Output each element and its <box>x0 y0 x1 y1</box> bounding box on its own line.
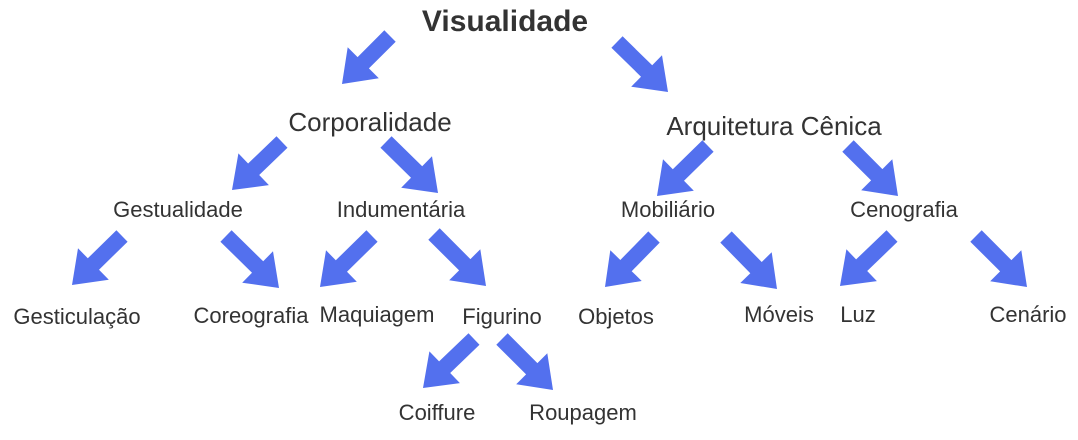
node-corporalidade: Corporalidade <box>288 107 452 137</box>
arrow-mobiliario-to-objetos <box>605 231 660 287</box>
node-cenografia: Cenografia <box>850 197 958 222</box>
arrow-arquitetura-to-cenografia <box>842 140 898 196</box>
node-figurino: Figurino <box>462 304 542 329</box>
node-cenario: Cenário <box>989 302 1067 327</box>
arrow-gestualidade-to-gesticulacao <box>72 230 128 285</box>
arrow-indumentaria-to-maquiagem <box>320 230 378 287</box>
arrow-corporalidade-to-indumentaria <box>380 136 438 193</box>
node-coiffure: Coiffure <box>398 400 476 425</box>
arrow-visualidade-to-arquitetura <box>611 36 668 92</box>
node-luz: Luz <box>840 302 876 327</box>
arrow-mobiliario-to-moveis <box>720 231 777 289</box>
node-objetos: Objetos <box>578 304 654 329</box>
node-indumentaria: Indumentária <box>336 197 466 222</box>
node-maquiagem: Maquiagem <box>319 302 435 327</box>
arrow-visualidade-to-corporalidade <box>342 30 396 84</box>
node-moveis: Móveis <box>744 302 814 327</box>
arrow-arquitetura-to-mobiliario <box>657 140 714 196</box>
node-visualidade: Visualidade <box>421 5 589 38</box>
node-gesticulacao: Gesticulação <box>13 304 141 329</box>
arrow-indumentaria-to-figurino <box>428 228 486 286</box>
arrow-corporalidade-to-gestualidade <box>232 136 288 190</box>
arrow-cenografia-to-luz <box>840 230 898 286</box>
arrow-figurino-to-roupagem <box>496 333 553 390</box>
node-arquitetura-cenica: Arquitetura Cênica <box>666 111 882 141</box>
node-coreografia: Coreografia <box>193 303 309 328</box>
node-gestualidade: Gestualidade <box>113 197 243 222</box>
arrow-cenografia-to-cenario <box>970 230 1027 287</box>
node-mobiliario: Mobiliário <box>620 197 716 222</box>
arrow-gestualidade-to-coreografia <box>220 230 279 288</box>
node-roupagem: Roupagem <box>529 400 637 425</box>
arrow-figurino-to-coiffure <box>423 333 480 388</box>
